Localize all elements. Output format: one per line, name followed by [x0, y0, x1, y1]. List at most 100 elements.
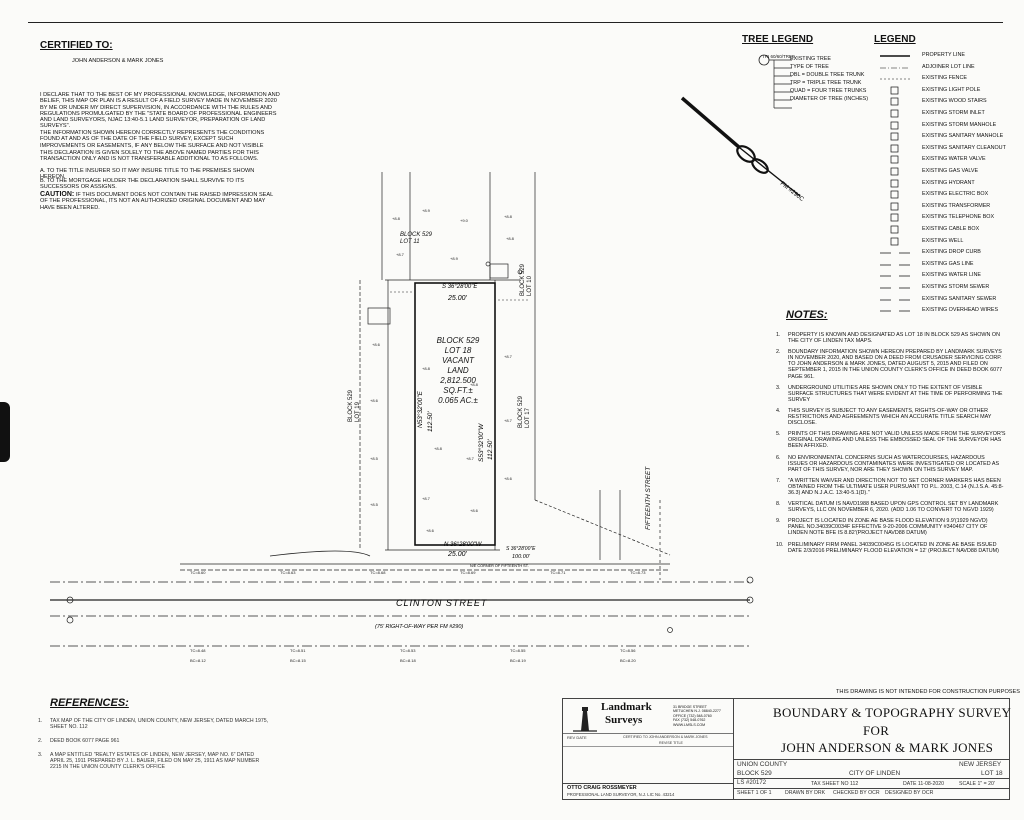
caution-label: CAUTION: — [40, 191, 75, 198]
note-number: 8. — [776, 501, 781, 508]
surveyor-license: PROFESSIONAL LAND SURVEYOR, N.J. LIC No.… — [567, 792, 675, 797]
legend-label: EXISTING LIGHT POLE — [922, 86, 981, 93]
state: NEW JERSEY — [959, 761, 1002, 768]
legend-symbol-icon — [880, 55, 910, 57]
legend-symbol-icon — [880, 296, 910, 303]
legend-row: EXISTING GAS VALVE — [878, 166, 1018, 177]
adjoiner-lot-17: BLOCK 529 LOT 17 — [518, 395, 531, 428]
tree-legend-row: TYPE OF TREE — [790, 64, 829, 70]
svg-text:TC=8.53: TC=8.53 — [400, 648, 416, 653]
adjoiner-lot-19: BLOCK 529 LOT 19 — [348, 389, 361, 422]
svg-text:+8.6: +8.6 — [504, 476, 513, 481]
caution-text: IF THIS DOCUMENT DOES NOT CONTAIN THE RA… — [40, 192, 274, 211]
right-of-way-note: (75' RIGHT-OF-WAY PER FM #290) — [375, 624, 463, 630]
designed-by: DESIGNED BY OCR — [885, 790, 934, 796]
legend-label: EXISTING GAS LINE — [922, 260, 974, 267]
survey-plan: +8.8+8.9+9.0 +8.8+8.7+8.9 +8.8+8.6+8.8 +… — [50, 172, 754, 663]
surveyor-name: OTTO CRAIG ROSSMEYER — [567, 785, 637, 791]
legend-label: EXISTING OVERHEAD WIRES — [922, 307, 999, 314]
title-block-left: Landmark Surveys 31 BRIDGE STREET METUCH… — [563, 699, 734, 799]
legend-row: EXISTING OVERHEAD WIRES — [878, 305, 1018, 316]
tie-bearing: S 36°28'00"E — [506, 546, 536, 552]
svg-text:BC=8.12: BC=8.12 — [190, 658, 206, 663]
note-number: 3. — [776, 384, 781, 391]
svg-text:TC=8.60: TC=8.60 — [190, 570, 206, 575]
svg-text:+8.6: +8.6 — [426, 528, 435, 533]
svg-text:+8.8: +8.8 — [470, 382, 479, 387]
legend-label: EXISTING ELECTRIC BOX — [922, 191, 989, 198]
note-item: 6.NO ENVIRONMENTAL CONCERNS SUCH AS WATE… — [776, 455, 1006, 473]
legend-row: EXISTING WELL — [878, 236, 1018, 247]
fm-label: FM #290C — [779, 181, 805, 203]
legend-symbol-icon — [880, 78, 910, 80]
revision-columns: REV DATE — [567, 735, 587, 740]
survey-date: DATE 11-08-2020 — [903, 781, 945, 787]
shed-left — [367, 307, 391, 325]
certified-names: JOHN ANDERSON & MARK JONES — [72, 58, 164, 64]
reference-item: 3. A MAP ENTITLED "REALTY ESTATES OF LIND… — [38, 752, 270, 770]
legend-label: EXISTING TRANSFORMER — [922, 202, 991, 209]
legend-symbol-icon — [890, 179, 899, 187]
shed-right — [489, 263, 509, 279]
svg-text:+8.9: +8.9 — [422, 208, 431, 213]
legend-row: EXISTING SANITARY SEWER — [878, 294, 1018, 305]
legend-row: EXISTING DROP CURB — [878, 247, 1018, 258]
reference-number: 1. — [38, 718, 43, 724]
note-text: PROJECT IS LOCATED IN ZONE AE BASE FLOOD… — [788, 518, 988, 537]
note-number: 10. — [776, 541, 784, 548]
bearing-top: S 36°28'00"E — [442, 284, 478, 290]
legend-label: EXISTING SANITARY SEWER — [922, 295, 997, 302]
binding-mark — [0, 402, 10, 462]
note-item: 7."A WRITTEN WAIVER AND DIRECTION NOT TO… — [776, 478, 1006, 496]
legend-label: EXISTING TELEPHONE BOX — [922, 214, 995, 221]
tie-distance: 100.00' — [512, 554, 531, 560]
legend-row: EXISTING STORM MANHOLE — [878, 120, 1018, 131]
legend-row: ADJOINER LOT LINE — [878, 62, 1018, 73]
revision-label: REVISE TITLE — [659, 741, 683, 745]
caution-block: CAUTION: IF THIS DOCUMENT DOES NOT CONTA… — [40, 191, 280, 211]
sheet-number: SHEET 1 OF 1 — [737, 790, 772, 796]
reference-item: 2.DEED BOOK 6077 PAGE 961 — [38, 738, 270, 744]
county: UNION COUNTY — [737, 761, 788, 768]
legend-row: PROPERTY LINE — [878, 50, 1018, 61]
note-number: 1. — [776, 332, 781, 338]
tree-legend-row: DIAMETER OF TREE (INCHES) — [790, 96, 869, 102]
note-text: PRELIMINARY FIRM PANEL 34039C0045G IS LO… — [788, 541, 999, 554]
certified-title: CERTIFIED TO: — [40, 40, 113, 51]
revision-header: CERTIFIED TO JOHN ANDERSON & MARK JONES — [623, 735, 708, 739]
note-text: UNDERGROUND UTILITIES ARE SHOWN ONLY TO … — [788, 384, 1003, 403]
tree-code: TRI 60/60/TREE — [762, 54, 796, 59]
company-address: 31 BRIDGE STREET METUCHEN N.J. 08840-227… — [673, 705, 721, 727]
legend-symbol-icon — [880, 308, 910, 315]
legend-row: EXISTING STORM INLET — [878, 108, 1018, 119]
legend-symbol-icon — [880, 261, 910, 268]
title-line-1: BOUNDARY & TOPOGRAPHY SURVEY — [773, 705, 1012, 720]
legend-symbol-icon — [890, 86, 899, 95]
survey-scale: SCALE 1" = 20' — [959, 781, 995, 787]
notes-list: 1.PROPERTY IS KNOWN AND DESIGNATED AS LO… — [776, 332, 1006, 559]
note-item: 2.BOUNDARY INFORMATION SHOWN HEREON PREP… — [776, 349, 1006, 379]
svg-text:+8.5: +8.5 — [370, 456, 379, 461]
legend-row: EXISTING STORM SEWER — [878, 282, 1018, 293]
legend-row: EXISTING SANITARY MANHOLE — [878, 131, 1018, 142]
tax-sheet: TAX SHEET NO 112 — [811, 781, 859, 787]
legend-label: EXISTING SANITARY CLEANOUT — [922, 144, 1006, 151]
distance-right: 112.50' — [487, 439, 494, 460]
legend-symbol-icon — [890, 144, 899, 153]
svg-text:TC=8.56: TC=8.56 — [620, 648, 636, 653]
note-number: 9. — [776, 518, 781, 525]
reference-text: A MAP ENTITLED "REALTY ESTATES OF LINDEN… — [50, 752, 260, 770]
note-number: 6. — [776, 454, 781, 461]
svg-text:+8.5: +8.5 — [370, 502, 379, 507]
legend-symbol-icon — [890, 214, 899, 222]
legend-symbol-icon — [890, 202, 899, 211]
svg-text:+8.8: +8.8 — [392, 216, 401, 221]
svg-text:+8.8: +8.8 — [434, 446, 443, 451]
svg-text:TC=8.71: TC=8.71 — [550, 570, 566, 575]
legend-label: EXISTING GAS VALVE — [922, 168, 979, 174]
svg-text:+8.7: +8.7 — [422, 496, 431, 501]
subject-lot-label: BLOCK 529 LOT 18 VACANT LAND 2,812.500 S… — [436, 336, 480, 405]
legend-symbol-icon — [880, 67, 910, 68]
reference-number: 3. — [38, 752, 43, 758]
